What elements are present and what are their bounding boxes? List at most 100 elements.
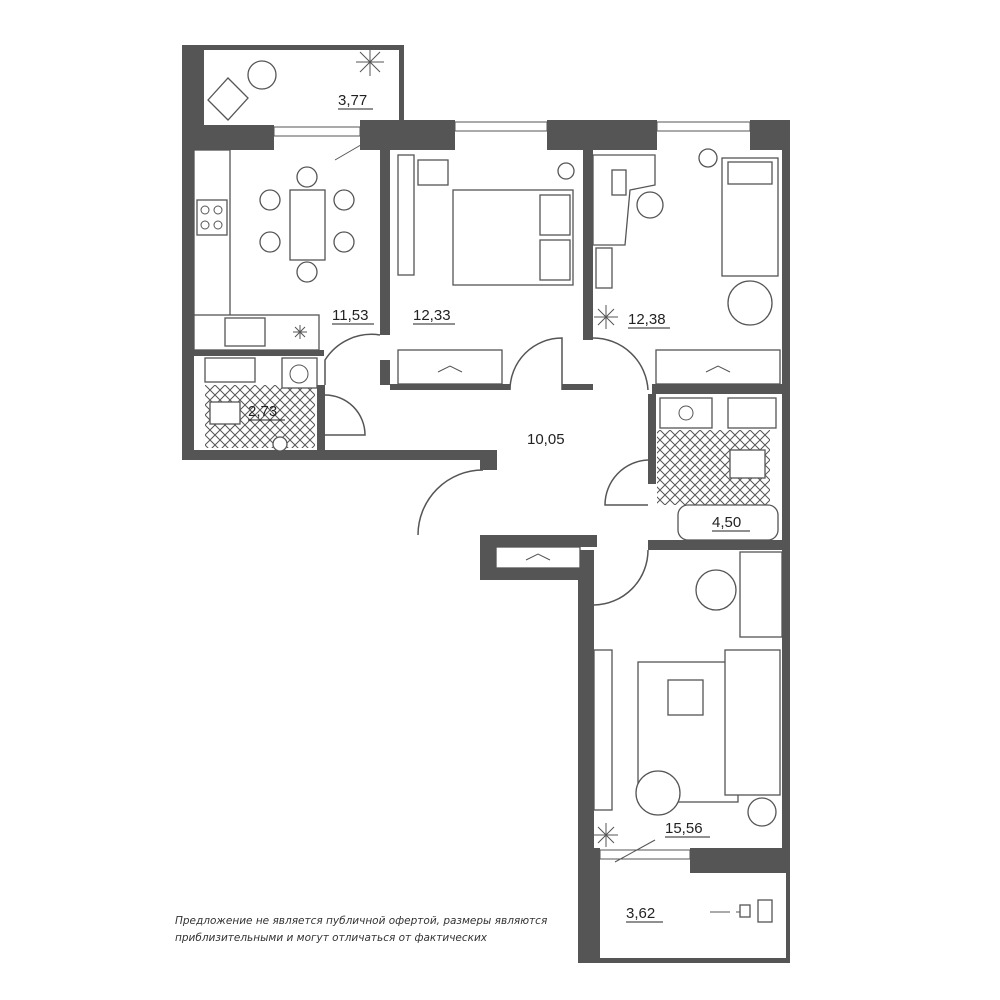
toilet-icon bbox=[209, 401, 241, 425]
chair-icon bbox=[259, 189, 281, 211]
door-balcony-bottom bbox=[614, 839, 656, 863]
washing-machine-icon bbox=[727, 397, 777, 429]
wall-bedroom-bottom bbox=[390, 384, 510, 390]
wall-living-left bbox=[578, 550, 594, 855]
lamp-icon bbox=[557, 162, 575, 180]
wardrobe-bedroom1 bbox=[397, 349, 503, 385]
wall-balcony2-bottom bbox=[578, 958, 790, 963]
bathroom-furniture bbox=[659, 397, 779, 541]
wall-bedroom2-bottom bbox=[652, 384, 790, 394]
armchair-icon bbox=[207, 77, 249, 121]
hallway-furniture bbox=[495, 546, 581, 569]
office-chair-icon bbox=[636, 191, 664, 219]
nightstand-icon bbox=[417, 159, 449, 186]
wall-bath-bottom bbox=[648, 540, 790, 550]
pillow-icon bbox=[727, 161, 773, 185]
wall-kitchen-bedroom bbox=[380, 150, 390, 335]
door-bath bbox=[604, 459, 649, 506]
armchair-icon bbox=[695, 569, 737, 611]
laptop-icon bbox=[611, 169, 627, 196]
wall-balcony-top bbox=[182, 45, 404, 50]
stove-icon bbox=[196, 199, 228, 236]
wall-left-outer bbox=[182, 125, 194, 460]
dining-table bbox=[289, 189, 326, 261]
hall-wardrobe bbox=[495, 546, 581, 569]
wall-right-outer bbox=[782, 120, 790, 550]
sink-wc-icon bbox=[272, 436, 288, 452]
wall-hall-closet-top bbox=[480, 535, 597, 547]
chair-icon bbox=[296, 261, 318, 283]
area-balcony-bottom: 3,62 bbox=[626, 905, 655, 922]
window-bedroom2 bbox=[656, 121, 751, 132]
sink-icon bbox=[224, 317, 266, 347]
lamp-icon bbox=[747, 797, 777, 827]
desk-living bbox=[739, 551, 783, 638]
room-area-labels: 3,77 11,53 12,33 12,38 2,73 10,05 4,50 1… bbox=[248, 92, 750, 923]
wall-balcony-right bbox=[399, 45, 404, 125]
coffee-table bbox=[667, 679, 704, 716]
window-bedroom1 bbox=[454, 121, 548, 132]
area-balcony-top: 3,77 bbox=[338, 92, 367, 109]
pillow-icon bbox=[539, 194, 571, 236]
area-bedroom-middle: 12,33 bbox=[413, 307, 451, 324]
area-kitchen: 11,53 bbox=[332, 307, 368, 324]
chair-icon bbox=[259, 231, 281, 253]
disclaimer-line-2: приблизительными и могут отличаться от ф… bbox=[175, 932, 488, 944]
wall-balcony2-right bbox=[786, 870, 790, 960]
plant-icon bbox=[594, 823, 618, 847]
kitchen-furniture bbox=[193, 149, 355, 351]
wall-closet-bottom bbox=[480, 568, 580, 580]
shelf-icon bbox=[595, 247, 613, 289]
wc-furniture bbox=[204, 357, 318, 452]
wall-wc-top bbox=[194, 350, 324, 356]
fridge-icon bbox=[293, 325, 307, 339]
wall-bedrooms bbox=[583, 150, 593, 340]
wall-top-mid bbox=[360, 120, 455, 150]
area-wc: 2,73 bbox=[248, 403, 277, 420]
bathtub-icon bbox=[677, 504, 779, 541]
armchair-icon bbox=[635, 770, 681, 816]
doors bbox=[324, 134, 656, 863]
walls bbox=[182, 45, 790, 963]
door-bedroom1 bbox=[509, 337, 563, 391]
wall-balcony-left bbox=[182, 45, 204, 125]
wall-kitchen-top-left bbox=[182, 125, 274, 150]
chair-icon bbox=[333, 231, 355, 253]
door-wc bbox=[324, 394, 366, 436]
door-entrance bbox=[417, 469, 484, 536]
area-bedroom-right: 12,38 bbox=[628, 311, 666, 328]
wardrobe-bedroom2 bbox=[655, 349, 781, 385]
living-furniture bbox=[593, 551, 783, 847]
hanger-icon bbox=[437, 365, 463, 373]
wardrobe-side bbox=[397, 154, 415, 276]
rug-icon bbox=[727, 280, 773, 326]
chair-icon bbox=[296, 166, 318, 188]
wall-wc-bottom bbox=[182, 450, 317, 460]
disclaimer: Предложение не является публичной оферто… bbox=[175, 913, 595, 947]
windows bbox=[273, 121, 751, 860]
chair-icon bbox=[333, 189, 355, 211]
washing-machine-icon bbox=[204, 357, 256, 383]
toilet-icon bbox=[729, 449, 766, 479]
pillow-icon bbox=[539, 239, 571, 281]
sofa-icon bbox=[724, 649, 781, 796]
plant-icon bbox=[594, 305, 618, 329]
area-living-room: 15,56 bbox=[665, 820, 703, 837]
hanger-icon bbox=[525, 553, 551, 561]
disclaimer-line-1: Предложение не является публичной оферто… bbox=[175, 915, 548, 927]
wall-balcony2-left bbox=[578, 848, 600, 963]
wall-top-mid2 bbox=[547, 120, 657, 150]
hanger-icon bbox=[705, 365, 731, 373]
wall-hall-stub bbox=[480, 450, 497, 470]
desk-icon bbox=[592, 154, 656, 246]
area-bathroom: 4,50 bbox=[712, 514, 741, 531]
wall-living-bottom bbox=[690, 848, 790, 873]
door-living bbox=[593, 549, 649, 606]
balcony-top-furniture bbox=[207, 48, 384, 121]
chair-icon bbox=[757, 899, 773, 923]
wall-bedroom-bottom-r bbox=[562, 384, 593, 390]
door-bedroom2 bbox=[592, 337, 649, 391]
table-icon bbox=[247, 60, 277, 90]
wall-hall-bottom-left bbox=[317, 450, 497, 460]
door-kitchen bbox=[324, 333, 381, 385]
